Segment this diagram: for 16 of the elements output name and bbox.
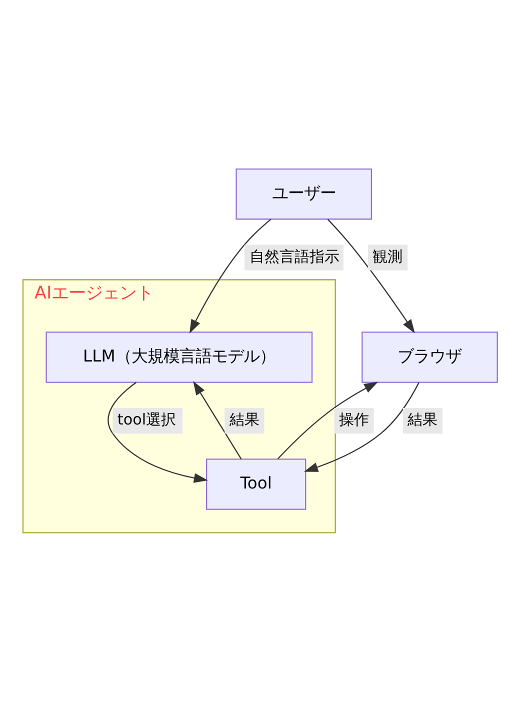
arrow [188,218,271,334]
edge-label: 観測 [372,248,402,266]
node-box: LLM（大規模言語モデル） [45,332,312,383]
arrow [326,218,414,334]
edge-label: 結果 [407,410,438,429]
edge-label: 操作 [338,410,368,429]
arrow [303,382,419,472]
node-box: ユーザー [235,168,372,220]
arrow [192,380,242,460]
node-box: ブラウザ [361,332,498,383]
edge-label: tool選択 [116,410,176,429]
edge-label: 結果 [228,410,259,429]
node-box: Tool [205,458,306,510]
edge-label: 自然言語指示 [249,248,340,266]
arrow [276,382,378,460]
arrow [107,382,208,483]
